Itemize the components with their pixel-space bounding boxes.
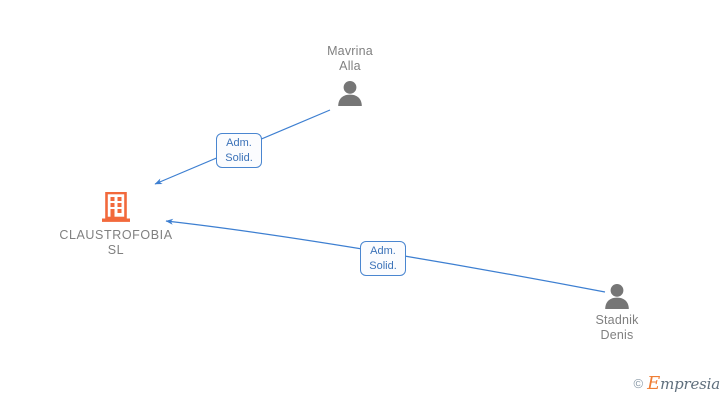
node-company-claustrofobia[interactable]: CLAUSTROFOBIA SL xyxy=(46,191,186,258)
edge-label-adm-solid-mavrina[interactable]: Adm. Solid. xyxy=(216,133,262,168)
watermark: © Empresia xyxy=(633,373,721,394)
copyright-symbol: © xyxy=(633,376,644,391)
building-icon xyxy=(46,191,186,224)
edge-label-adm-solid-stadnik[interactable]: Adm. Solid. xyxy=(360,241,406,276)
node-person-mavrina[interactable]: Mavrina Alla xyxy=(280,44,420,106)
node-label-mavrina: Mavrina Alla xyxy=(327,44,373,73)
brand-name: Empresia xyxy=(647,373,720,394)
brand-rest: mpresia xyxy=(660,375,720,393)
node-label-stadnik: Stadnik Denis xyxy=(595,313,639,342)
person-icon xyxy=(547,283,687,309)
person-icon xyxy=(280,80,420,106)
node-person-stadnik[interactable]: Stadnik Denis xyxy=(547,283,687,343)
brand-initial: E xyxy=(647,373,661,394)
node-label-claustrofobia: CLAUSTROFOBIA SL xyxy=(59,228,173,257)
